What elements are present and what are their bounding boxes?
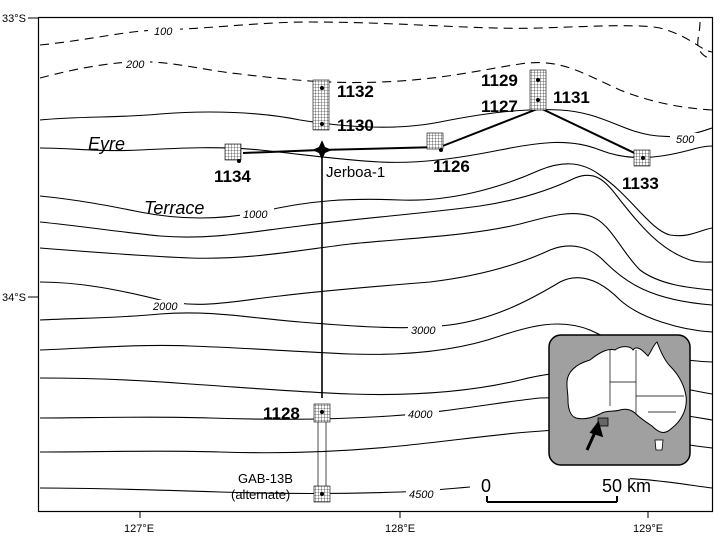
contour-label-500: 500 <box>676 134 695 146</box>
australia-outline-icon <box>566 341 687 433</box>
contour-label-4000: 4000 <box>408 409 433 421</box>
map-frame <box>37 16 714 513</box>
site-markers <box>224 69 651 503</box>
site-label-1128: 1128 <box>263 404 300 423</box>
site-grid-1132 <box>312 79 330 131</box>
axis-ticks <box>28 17 649 518</box>
scale-bar-end: 50 km <box>602 476 651 496</box>
scale-bar: 0 50 km <box>470 476 651 506</box>
jerboa-well-icon <box>312 140 332 160</box>
seismic-lines <box>242 107 646 500</box>
lon-label-127e: 127°E <box>124 523 154 535</box>
contour-label-3000: 3000 <box>411 325 436 337</box>
site-grid-1129 <box>529 69 547 111</box>
alternate-site-name: GAB-13B <box>238 471 293 486</box>
lat-label-34s: 34°S <box>2 292 26 304</box>
site-grid-1134 <box>224 143 242 161</box>
site-label-1133: 1133 <box>622 174 659 193</box>
site-label-1131: 1131 <box>553 88 590 107</box>
site-labels: 1132 1130 1129 1127 1131 1134 1126 1133 … <box>214 71 659 502</box>
region-label-eyre: Eyre <box>88 134 125 154</box>
alternate-site-note: (alternate) <box>231 487 290 502</box>
contour-label-100: 100 <box>154 26 173 38</box>
inset-australia-map <box>548 334 691 466</box>
region-label-terrace: Terrace <box>144 198 204 218</box>
lat-label-33s: 33°S <box>2 13 26 25</box>
site-label-1130: 1130 <box>337 116 374 135</box>
site-label-1132: 1132 <box>337 82 374 101</box>
lon-label-129e: 129°E <box>633 523 663 535</box>
inset-arrow-icon <box>585 420 604 451</box>
site-label-1129: 1129 <box>481 71 518 90</box>
scale-bar-start: 0 <box>481 476 491 496</box>
site-label-1127: 1127 <box>481 97 518 116</box>
site-grid-1126 <box>426 132 444 150</box>
contour-label-1000: 1000 <box>243 209 268 221</box>
lon-label-128e: 128°E <box>385 523 415 535</box>
contour-label-2000: 2000 <box>152 301 178 313</box>
site-label-1126: 1126 <box>433 157 470 176</box>
contour-labels: 100 200 500 1000 2000 3000 4000 4500 <box>122 25 700 501</box>
well-label: Jerboa-1 <box>326 164 385 181</box>
contour-label-4500: 4500 <box>409 489 434 501</box>
site-label-1134: 1134 <box>214 167 251 186</box>
contour-label-200: 200 <box>125 59 145 71</box>
